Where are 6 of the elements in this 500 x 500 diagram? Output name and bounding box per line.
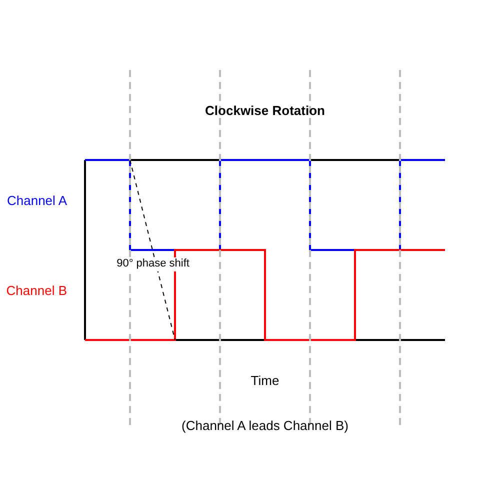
- channel-label: Channel B: [6, 282, 67, 298]
- diagram-title: Clockwise Rotation: [205, 102, 325, 118]
- phase-shift-label: 90° phase shift: [116, 258, 190, 271]
- channel-label: Channel A: [7, 192, 67, 208]
- caption-text: (Channel A leads Channel B): [182, 418, 348, 434]
- axis-label: Time: [250, 372, 280, 388]
